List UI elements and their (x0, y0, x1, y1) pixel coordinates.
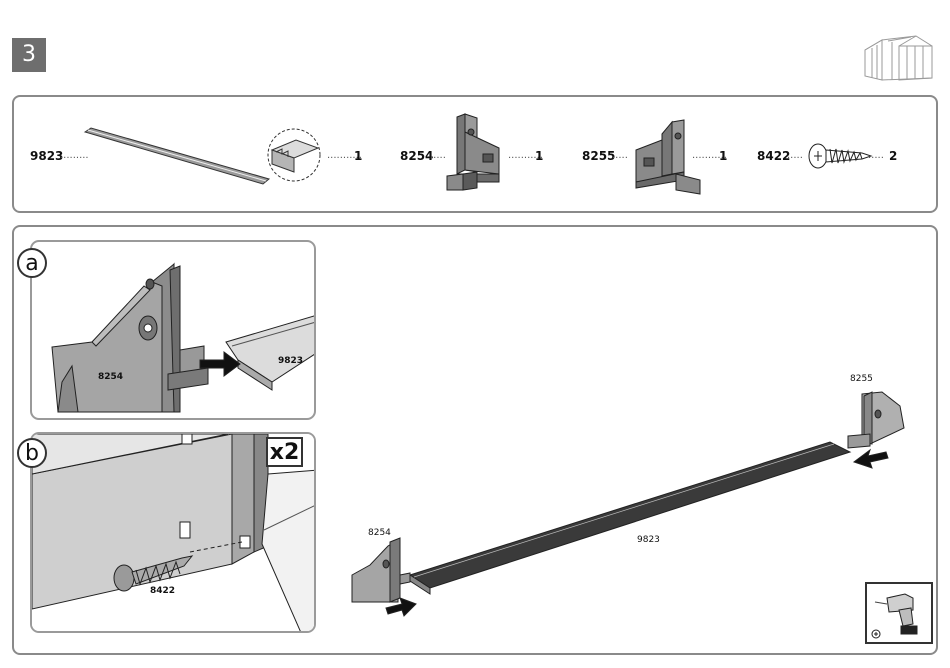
leader-dots: ..... (868, 150, 884, 161)
main-rail-illustration (340, 370, 930, 630)
detail-a-marker: a (17, 248, 47, 278)
detail-a-bracket-label: 8254 (98, 372, 123, 382)
leader-dots: ..... (612, 150, 628, 161)
part-qty-8255: 1 (719, 149, 727, 163)
shed-icon (862, 32, 934, 84)
part-screw-8422-image (806, 140, 872, 172)
detail-a-rail-label: 9823 (278, 356, 303, 366)
step-number-badge: 3 (12, 38, 46, 72)
detail-b-marker: b (17, 438, 47, 468)
tool-box (865, 582, 933, 644)
leader-dots: ..... (787, 150, 803, 161)
rail-profile-detail (266, 128, 322, 182)
part-code-8255: 8255 (582, 149, 615, 163)
quantity-multiplier-badge: x2 (266, 437, 303, 467)
main-rail-label: 9823 (637, 535, 660, 545)
part-code-8254: 8254 (400, 149, 433, 163)
part-bracket-8254-image (443, 112, 505, 192)
main-left-bracket-label: 8254 (368, 528, 391, 538)
drill-icon (871, 588, 929, 640)
part-code-8422: 8422 (757, 149, 790, 163)
detail-a-panel: 8254 9823 (30, 240, 316, 420)
part-qty-9823: 1 (354, 149, 362, 163)
arrow-left-icon (854, 450, 888, 468)
main-right-bracket-label: 8255 (850, 374, 873, 384)
detail-b-screw-label: 8422 (150, 586, 175, 596)
detail-a-illustration (32, 242, 316, 420)
part-qty-8254: 1 (535, 149, 543, 163)
part-code-9823: 9823 (30, 149, 63, 163)
part-rail-image (85, 124, 270, 186)
part-qty-8422: 2 (889, 149, 897, 163)
